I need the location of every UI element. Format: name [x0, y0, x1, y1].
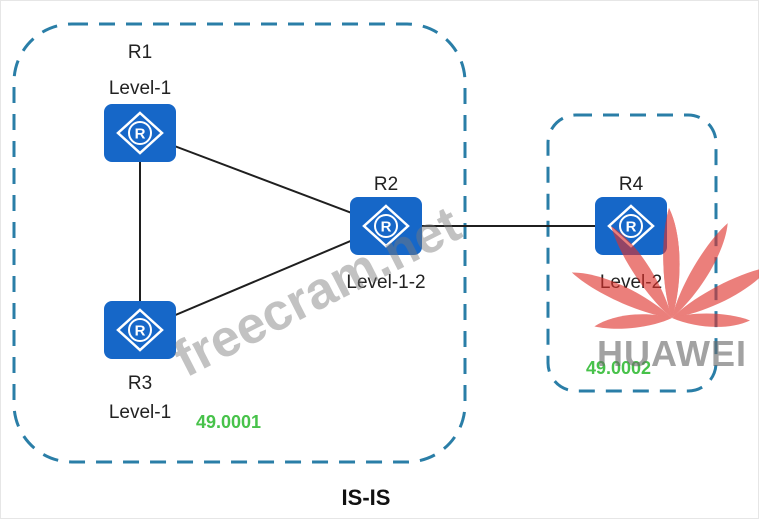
link-r1-r2 [139, 132, 387, 227]
router-r1[interactable]: R1 Level-1 R [104, 42, 176, 162]
router-r4[interactable]: R4 R Level-2 [595, 174, 667, 293]
router-r2-level: Level-1-2 [346, 272, 425, 293]
svg-text:R: R [626, 219, 637, 236]
area-49-0001-label: 49.0001 [196, 412, 261, 432]
protocol-label: IS-IS [342, 485, 391, 510]
router-icon: R [104, 301, 176, 359]
router-r3[interactable]: R R3 Level-1 [104, 301, 176, 423]
router-icon: R [104, 104, 176, 162]
svg-text:R: R [135, 126, 146, 143]
huawei-logo-wordmark: HUAWEI [597, 333, 747, 374]
router-r2-name: R2 [374, 174, 398, 195]
router-r1-name: R1 [128, 42, 152, 63]
huawei-logo-icon: HUAWEI [571, 208, 759, 374]
svg-text:R: R [135, 323, 146, 340]
area-49-0001-boundary [12, 22, 467, 464]
router-r1-level: Level-1 [109, 78, 171, 99]
link-r3-r2 [139, 225, 387, 331]
router-r2[interactable]: R2 R Level-1-2 [346, 174, 425, 293]
svg-text:R: R [381, 219, 392, 236]
router-icon: R [350, 197, 422, 255]
area-49-0002-boundary [546, 113, 718, 393]
router-r4-name: R4 [619, 174, 644, 195]
router-r3-level: Level-1 [109, 402, 171, 423]
router-r3-name: R3 [128, 373, 152, 394]
area-49-0002-label: 49.0002 [586, 358, 651, 378]
